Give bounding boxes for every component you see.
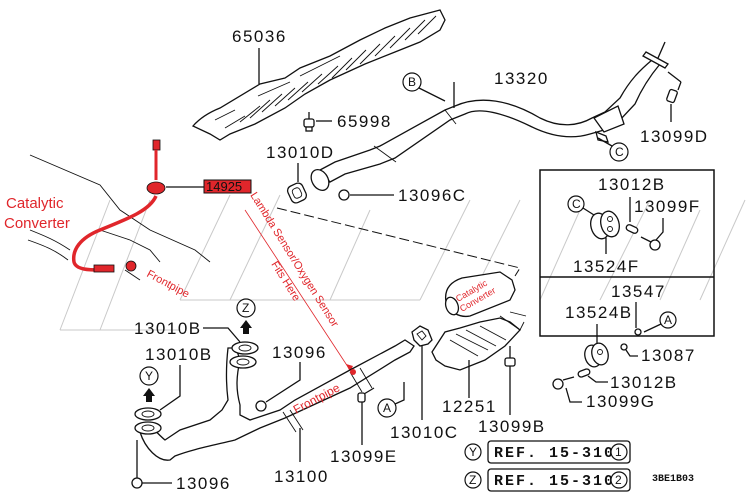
gasket-13010C[interactable] xyxy=(411,325,433,347)
center-pipe-13320[interactable] xyxy=(318,41,669,183)
svg-text:A: A xyxy=(664,313,672,327)
lambda-sensor-pointer-arrow xyxy=(346,364,353,372)
label-12251: 12251 xyxy=(442,397,497,416)
leader-13010B-upper xyxy=(203,327,241,343)
label-inset-13012B-bottom: 13012B xyxy=(610,373,678,392)
inset-top: 13012B 13099F C 13524F xyxy=(567,175,701,276)
front-pipe-13100[interactable] xyxy=(139,339,415,461)
svg-text:Z: Z xyxy=(242,301,249,315)
label-13100: 13100 xyxy=(274,467,329,486)
hanger-inset-box xyxy=(539,169,715,337)
heat-shield-12251[interactable] xyxy=(431,311,527,371)
marker-z: Z xyxy=(236,298,256,334)
label-inset-13087: 13087 xyxy=(641,346,696,365)
pin-13012B-bottom[interactable] xyxy=(577,368,591,378)
bolt-13099F[interactable] xyxy=(640,236,661,251)
label-13099E: 13099E xyxy=(330,447,398,466)
bolt-13099E[interactable] xyxy=(357,387,375,445)
label-14925-highlight xyxy=(203,179,252,194)
center-pipe-inlet xyxy=(310,169,330,191)
label-inset-13524F: 13524F xyxy=(573,257,640,276)
rubber-hanger-13524B[interactable] xyxy=(582,341,610,368)
label-13010D: 13010D xyxy=(266,143,335,162)
nut-13096-upper[interactable] xyxy=(255,400,267,412)
label-13010C: 13010C xyxy=(390,423,459,442)
lambda-sensor-pointer-line xyxy=(244,209,351,371)
oxygen-sensor-14925[interactable] xyxy=(71,139,166,273)
label-inset-13012B: 13012B xyxy=(598,175,666,194)
label-13096-lower: 13096 xyxy=(176,474,231,493)
label-13096-upper: 13096 xyxy=(272,343,327,362)
label-13010B-lower: 13010B xyxy=(145,345,213,364)
annotation-catalytic-converter-left-line2: Converter xyxy=(4,215,70,232)
svg-text:2: 2 xyxy=(615,473,622,487)
heat-shield-65036[interactable] xyxy=(191,9,446,141)
dashed-connector xyxy=(276,207,521,277)
marker-a-inset: A xyxy=(643,311,677,333)
reference-y-text: REF. 15-310 xyxy=(494,445,615,462)
svg-text:C: C xyxy=(572,197,581,211)
marker-y: Y xyxy=(139,366,159,402)
leader-13010B-lower xyxy=(159,365,181,411)
marker-b: B xyxy=(402,72,446,102)
reference-z-text: REF. 15-310 xyxy=(494,473,615,490)
svg-text:1: 1 xyxy=(615,445,622,459)
label-13099B: 13099B xyxy=(478,417,546,436)
label-13099D: 13099D xyxy=(640,127,709,146)
svg-text:Y: Y xyxy=(469,445,477,459)
flange-upper xyxy=(229,355,257,369)
flange-lower xyxy=(134,421,162,435)
gasket-13010B-lower[interactable] xyxy=(134,407,162,421)
svg-text:A: A xyxy=(383,401,391,415)
bolt-13099D[interactable] xyxy=(666,71,682,122)
marker-a-main: A xyxy=(377,382,405,418)
svg-text:C: C xyxy=(615,145,624,159)
annotation-catalytic-converter-left-line1: Catalytic xyxy=(6,195,64,212)
leader-13096-upper xyxy=(265,362,301,403)
label-14925: 14925 xyxy=(206,179,242,194)
watermark xyxy=(59,194,746,331)
annotation-lambda-sensor-line1: Lambda Sensor/Oxygen Sensor xyxy=(247,190,340,329)
svg-text:B: B xyxy=(408,75,416,89)
annotation-frontpipe-upper: Frontpipe xyxy=(145,268,192,300)
label-inset-13099G: 13099G xyxy=(586,392,656,411)
nut-13087[interactable] xyxy=(620,343,628,351)
label-inset-13524B: 13524B xyxy=(565,303,633,322)
label-65998: 65998 xyxy=(337,112,392,131)
label-65036: 65036 xyxy=(232,27,287,46)
bolt-13099B[interactable] xyxy=(504,346,516,415)
bolt-65998[interactable] xyxy=(303,112,315,132)
rubber-hanger-13524F[interactable] xyxy=(588,209,622,241)
gasket-13010D[interactable] xyxy=(286,181,308,204)
catalytic-converter[interactable] xyxy=(443,271,516,318)
label-inset-13099F: 13099F xyxy=(634,197,701,216)
label-13010B-upper: 13010B xyxy=(134,319,202,338)
washer-13547[interactable] xyxy=(634,328,642,336)
reference-z[interactable]: Z REF. 15-310 2 xyxy=(464,468,631,492)
vehicle-body-outline xyxy=(27,154,211,281)
label-13096C: 13096C xyxy=(398,186,467,205)
label-inset-13547: 13547 xyxy=(611,282,666,301)
reference-y[interactable]: Y REF. 15-310 1 xyxy=(464,440,631,464)
label-13320: 13320 xyxy=(494,69,549,88)
svg-text:Y: Y xyxy=(145,369,153,383)
inset-bottom: 13547 13524B A 13087 13012B xyxy=(552,282,696,411)
nut-13096-lower[interactable] xyxy=(131,440,143,489)
marker-c-inset: C xyxy=(567,195,595,216)
pin-13012B-top[interactable] xyxy=(625,224,639,235)
gasket-13010B-upper[interactable] xyxy=(231,341,259,355)
marker-c-main: C xyxy=(597,137,629,162)
bolt-13099G[interactable] xyxy=(552,376,575,390)
svg-text:Z: Z xyxy=(469,473,476,487)
figure-code: 3BE1B03 xyxy=(652,474,694,485)
nut-13096C[interactable] xyxy=(338,189,350,201)
